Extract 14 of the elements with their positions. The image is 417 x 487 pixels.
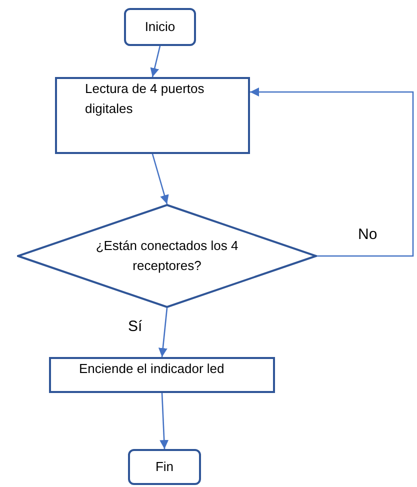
- process-box: [49, 357, 275, 393]
- arrow: [250, 88, 414, 257]
- process-box: [55, 77, 250, 154]
- arrow: [152, 154, 169, 204]
- arrow: [158, 308, 168, 358]
- terminal-text: Inicio: [144, 18, 176, 36]
- arrow: [160, 392, 169, 450]
- decision-text: ¿Están conectados los 4 receptores?: [94, 237, 240, 275]
- process-text: Enciende el indicador led: [79, 360, 224, 378]
- arrow: [150, 46, 161, 78]
- terminal-text: Fin: [155, 458, 174, 476]
- terminal-box: [124, 8, 196, 46]
- terminal-box: [128, 449, 201, 485]
- process-text: Lectura de 4 puertos digitales: [85, 80, 206, 118]
